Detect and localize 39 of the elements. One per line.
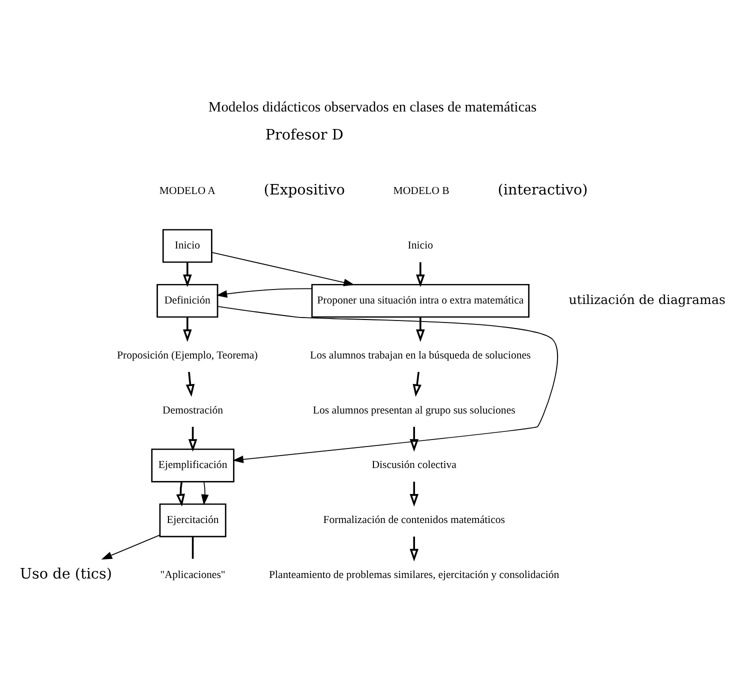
arrow: [188, 426, 198, 452]
arrow: [182, 262, 192, 287]
diagram-title: Modelos didácticos observados en clases de matemáticas: [208, 99, 537, 116]
arrow: [410, 536, 419, 562]
node-text: Los alumnos trabajan en la búsqueda de soluciones: [310, 348, 531, 361]
arrow: [182, 316, 192, 342]
label: MODELO A: [159, 184, 216, 196]
connector: [192, 536, 194, 558]
node-text: Proposición (Ejemplo, Teorema): [117, 348, 258, 361]
arrow: [410, 426, 419, 452]
node-box: Ejemplificación: [151, 448, 234, 482]
node-text: Inicio: [408, 239, 433, 252]
node-label: utilización de diagramas: [568, 292, 726, 307]
node-text: "Aplicaciones": [160, 568, 226, 580]
node-text: Formalización de contenidos matemáticos: [323, 514, 505, 526]
node-text: Discusión colectiva: [372, 458, 456, 471]
arrow: [211, 251, 354, 286]
node-text: Los alumnos presentan al grupo sus soluciones: [312, 404, 516, 416]
node-box: Definición: [156, 283, 218, 318]
arrow: [412, 371, 422, 396]
node-text: Planteamiento de problemas similares, ejercitación y consolidación: [269, 568, 560, 580]
label: (interactivo): [498, 182, 588, 198]
node-box: Ejercitación: [159, 502, 226, 537]
label: MODELO B: [393, 184, 450, 196]
arrow: [410, 481, 419, 506]
node-text: Demostración: [162, 404, 224, 416]
arrow: [416, 262, 425, 287]
arrow: [101, 534, 160, 559]
arrow: [176, 481, 185, 506]
arrow: [217, 305, 558, 463]
label: Profesor D: [265, 127, 344, 144]
arrow: [416, 316, 425, 342]
arrow: [186, 371, 195, 396]
arrow: [201, 480, 209, 505]
label: (Expositivo: [264, 182, 345, 198]
arrow: [216, 288, 312, 298]
node-box: Inicio: [162, 228, 212, 262]
node-box: Proponer una situación intra o extra matemática: [311, 283, 530, 318]
node-text: Uso de (tics): [20, 566, 112, 582]
